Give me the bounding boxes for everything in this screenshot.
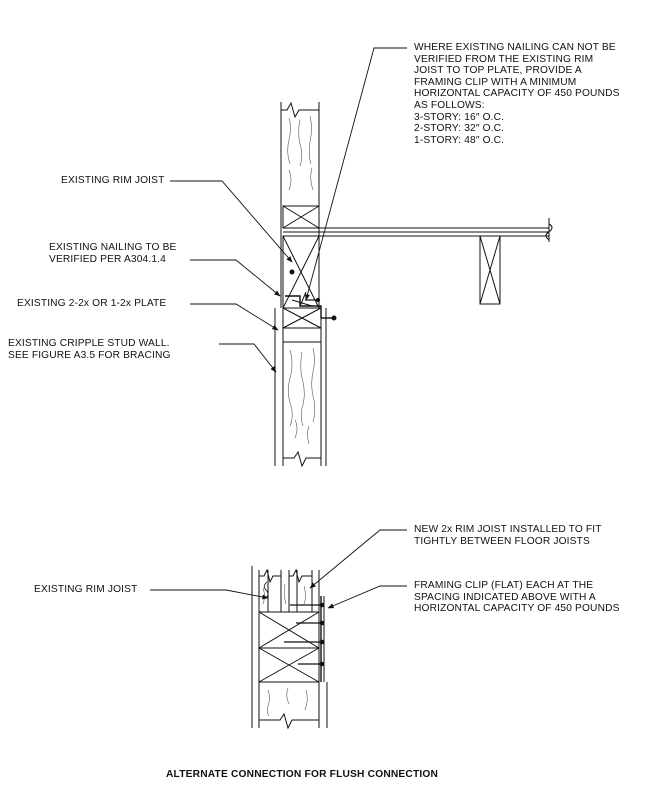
top-plate [282, 307, 322, 343]
note-line: 1-STORY: 48″ O.C. [414, 134, 505, 146]
label-existing-rim-joist-top: EXISTING RIM JOIST [61, 175, 164, 187]
label-line: SPACING INDICATED ABOVE WITH A [414, 591, 596, 603]
bottom-leaders [150, 529, 407, 609]
framing-clip-flat [284, 596, 325, 682]
label-existing-nailing: EXISTING NAILING TO BE VERIFIED PER A304… [49, 242, 176, 265]
label-line: EXISTING NAILING TO BE [49, 242, 177, 253]
note-line: AS FOLLOWS: [414, 99, 485, 111]
rim-joist-cross-section [282, 205, 320, 229]
top-detail [170, 47, 553, 468]
label-line: HORIZONTAL CAPACITY OF 450 POUNDS [414, 603, 620, 615]
label-line: VERIFIED PER A304.1.4 [49, 253, 166, 265]
note-line: VERIFIED FROM THE EXISTING RIM [414, 53, 594, 65]
label-framing-clip-flat: FRAMING CLIP (FLAT) EACH AT THE SPACING … [414, 580, 620, 615]
note-framing-clip-requirement: WHERE EXISTING NAILING CAN NOT BE VERIFI… [414, 42, 620, 146]
upper-stud-wall [280, 101, 320, 308]
label-line: FRAMING CLIP (FLAT) EACH AT THE [414, 580, 594, 591]
top-leaders [170, 47, 407, 373]
label-line: EXISTING 2-2x OR 1-2x PLATE [17, 298, 167, 309]
label-cripple-wall: EXISTING CRIPPLE STUD WALL. SEE FIGURE A… [8, 338, 171, 361]
floor-joist-cross-section [479, 235, 501, 305]
cripple-stud-wall [274, 308, 327, 468]
label-line: EXISTING RIM JOIST [61, 175, 165, 186]
label-new-rim-joist: NEW 2x RIM JOIST INSTALLED TO FIT TIGHTL… [414, 524, 602, 547]
note-line: FRAMING CLIP WITH A MINIMUM [414, 76, 577, 88]
label-line: EXISTING RIM JOIST [34, 584, 138, 595]
detail-caption: ALTERNATE CONNECTION FOR FLUSH CONNECTIO… [166, 769, 439, 780]
note-line: HORIZONTAL CAPACITY OF 450 POUNDS [414, 88, 620, 100]
note-line: WHERE EXISTING NAILING CAN NOT BE [414, 42, 616, 53]
framing-clip [285, 269, 337, 321]
note-line: 2-STORY: 32″ O.C. [414, 123, 505, 135]
lower-cripple-wall [251, 566, 328, 730]
label-line: TIGHTLY BETWEEN FLOOR JOISTS [414, 535, 590, 547]
label-line: NEW 2x RIM JOIST INSTALLED TO FIT [414, 524, 602, 535]
label-existing-rim-joist-bottom: EXISTING RIM JOIST [34, 584, 137, 596]
label-existing-plate: EXISTING 2-2x OR 1-2x PLATE [17, 298, 166, 310]
label-line: EXISTING CRIPPLE STUD WALL. [8, 338, 170, 349]
note-line: JOIST TO TOP PLATE, PROVIDE A [414, 65, 582, 77]
floor-joists-ends [258, 568, 320, 612]
label-line: SEE FIGURE A3.5 FOR BRACING [8, 349, 171, 361]
note-line: 3-STORY: 16″ O.C. [414, 111, 505, 123]
bottom-detail [150, 529, 407, 730]
floor-sheathing [283, 218, 553, 242]
